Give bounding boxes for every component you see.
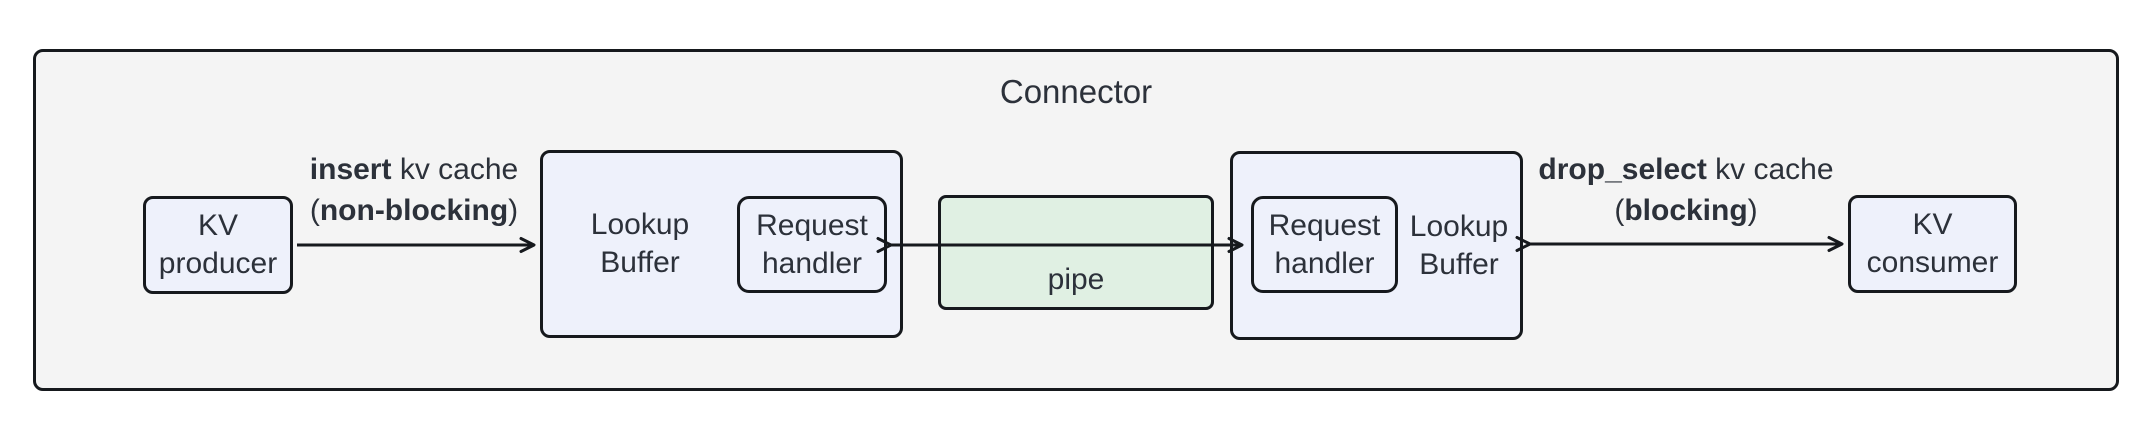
connector-title: Connector [999,73,1153,110]
node-request-handler-left-line1: Request [756,208,868,242]
node-request-handler-left: Request handler [737,196,887,293]
node-lookup-buffer-right-line1: Lookup [1409,209,1509,243]
node-request-handler-right-line1: Request [1268,208,1381,242]
edge-label-insert-line1: insert kv cache [294,149,534,190]
node-lookup-buffer-right-line2: Buffer [1419,247,1499,281]
node-kv-consumer: KV consumer [1848,195,2017,293]
node-lookup-buffer-left-line2: Buffer [600,246,680,279]
node-kv-producer-line2: producer [158,247,278,280]
edge-label-drop-select-paren-open: ( [1614,194,1625,227]
node-kv-consumer-line1: KV [1912,208,1953,241]
node-pipe-label: pipe [1047,263,1105,296]
node-request-handler-left-line2: handler [761,246,863,280]
edge-label-insert-rest: kv cache [391,153,519,186]
node-lookup-buffer-left-label: Lookup Buffer [543,153,737,335]
node-lookup-buffer-right-label: Lookup Buffer [1398,154,1520,337]
edge-label-drop-select-bold: drop_select [1538,153,1707,186]
edge-label-insert-line2: (non-blocking) [294,190,534,231]
node-pipe: pipe [938,195,1214,310]
node-kv-producer: KV producer [143,196,293,294]
edge-label-drop-select-paren-close: ) [1747,194,1758,227]
node-kv-producer-line1: KV [197,209,239,242]
edge-label-insert-paren-close: ) [508,194,519,227]
edge-label-insert-bold: insert [309,153,392,186]
node-request-handler-right: Request handler [1251,196,1398,293]
edge-label-drop-select-line1: drop_select kv cache [1527,149,1845,190]
edge-label-insert-paren-bold: non-blocking [319,194,509,227]
edge-label-drop-select-line2: (blocking) [1527,190,1845,231]
edge-label-insert: insert kv cache (non-blocking) [294,149,534,231]
edge-label-drop-select: drop_select kv cache (blocking) [1527,149,1845,231]
edge-label-drop-select-rest: kv cache [1706,153,1834,186]
edge-label-drop-select-paren-bold: blocking [1624,194,1748,227]
edge-label-insert-paren-open: ( [309,194,320,227]
node-lookup-buffer-right: Request handler Lookup Buffer [1230,151,1523,340]
node-lookup-buffer-left-line1: Lookup [590,208,690,241]
node-kv-consumer-line2: consumer [1866,246,1999,279]
node-lookup-buffer-left: Lookup Buffer Request handler [540,150,903,338]
node-request-handler-right-line2: handler [1274,246,1375,280]
